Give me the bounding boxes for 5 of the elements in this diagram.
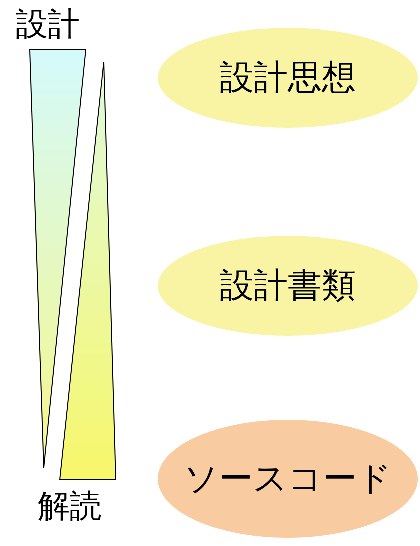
top-label: 設計 [16, 8, 80, 40]
node-text: 設計書類 [220, 265, 356, 308]
bottom-label: 解読 [38, 490, 102, 522]
node-text: ソースコード [184, 458, 392, 501]
node-text: 設計思想 [220, 57, 356, 100]
